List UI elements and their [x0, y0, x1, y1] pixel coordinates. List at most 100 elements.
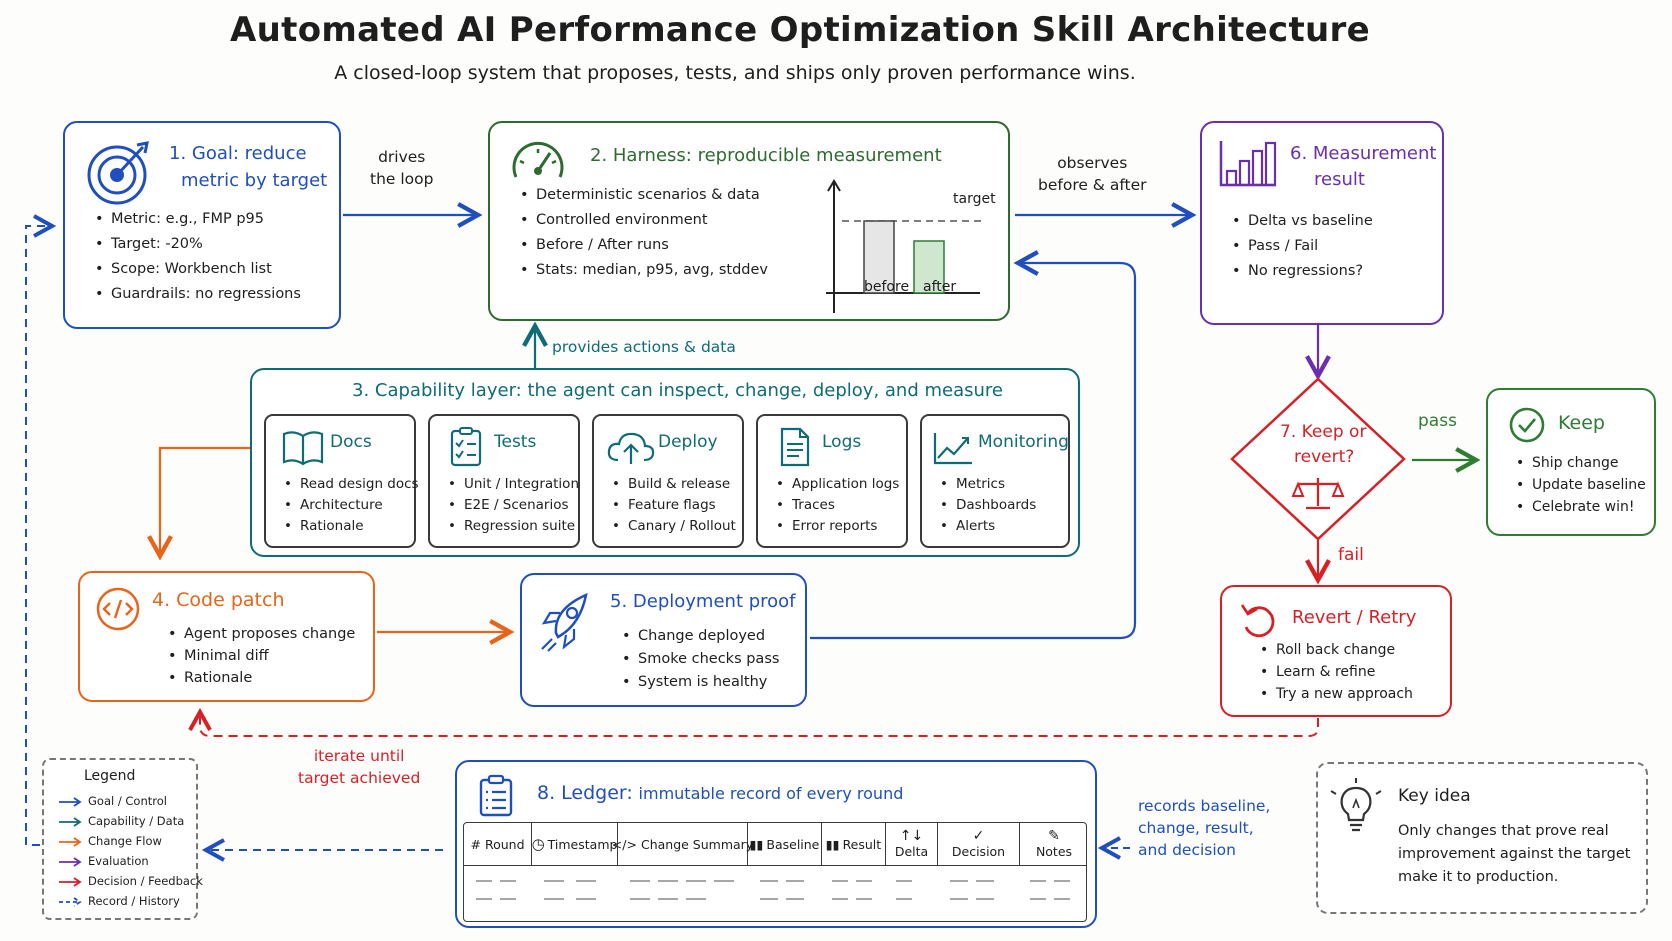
legend-row: Goal / Control	[58, 794, 167, 808]
check-circle-icon: ✓	[972, 828, 985, 844]
capability-box: 3. Capability layer: the agent can inspe…	[250, 368, 1080, 557]
legend-arrow-icon	[59, 836, 82, 847]
revert-title: Revert / Retry	[1292, 607, 1417, 628]
capability-card-monitoring: Monitoring Metrics Dashboards Alerts	[920, 414, 1070, 548]
ledger-box: 8. Ledger: immutable record of every rou…	[455, 760, 1097, 928]
list-item: Rationale	[168, 667, 355, 689]
list-item: Build & release	[612, 474, 736, 495]
list-item: Scope: Workbench list	[95, 257, 301, 282]
legend-row: Capability / Data	[58, 814, 184, 828]
lightbulb-icon	[1330, 778, 1382, 832]
ledger-col-round: # Round	[464, 823, 532, 865]
list-item: Ship change	[1516, 452, 1646, 474]
measurement-title-line2: result	[1314, 169, 1365, 190]
goal-title-line1: 1. Goal: reduce	[169, 143, 307, 164]
before-after-chart	[826, 179, 982, 313]
list-item: Canary / Rollout	[612, 516, 736, 537]
document-icon	[780, 427, 810, 467]
ledger-table: # Round ◷Timestamp </>Change Summary ▮▮B…	[463, 822, 1087, 922]
ledger-col-delta: ↑↓Delta	[886, 823, 938, 865]
list-item: Deterministic scenarios & data	[520, 183, 768, 208]
provides-label: provides actions & data	[552, 338, 736, 356]
legend-title: Legend	[84, 768, 136, 784]
list-item: Architecture	[284, 495, 419, 516]
pass-label: pass	[1418, 411, 1457, 431]
list-item: System is healthy	[622, 671, 779, 694]
decision-title-line1: 7. Keep or	[1280, 422, 1367, 442]
ledger-header-row: # Round ◷Timestamp </>Change Summary ▮▮B…	[464, 823, 1086, 866]
bar-chart-icon: ▮▮	[825, 836, 840, 852]
legend-arrow-icon	[59, 816, 82, 827]
harness-title: 2. Harness: reproducible measurement	[590, 145, 942, 166]
deploy-proof-list: Change deployed Smoke checks pass System…	[620, 625, 779, 694]
target-icon	[87, 141, 149, 205]
arrow-history-loop-to-goal	[25, 226, 52, 846]
patch-list: Agent proposes change Minimal diff Ratio…	[166, 623, 355, 689]
revert-box: Revert / Retry Roll back change Learn & …	[1220, 585, 1452, 717]
card-title: Logs	[822, 432, 862, 452]
list-item: Target: -20%	[95, 232, 301, 257]
goal-list: Metric: e.g., FMP p95 Target: -20% Scope…	[93, 207, 301, 307]
legend-row: Change Flow	[58, 834, 162, 848]
book-icon	[282, 431, 324, 466]
legend-label: Decision / Feedback	[88, 874, 203, 888]
bar-chart-icon	[1219, 141, 1277, 187]
deployment-proof-box: 5. Deployment proof Change deployed Smok…	[520, 573, 807, 707]
records-label: records baseline,change, result,and deci…	[1138, 797, 1271, 859]
keep-box: Keep Ship change Update baseline Celebra…	[1486, 388, 1656, 536]
list-item: Delta vs baseline	[1232, 209, 1373, 234]
list-item: Feature flags	[612, 495, 736, 516]
placeholder-dashes	[476, 880, 1070, 900]
legend-label: Capability / Data	[88, 814, 185, 828]
keep-list: Ship change Update baseline Celebrate wi…	[1514, 452, 1646, 518]
legend-label: Change Flow	[88, 834, 162, 848]
list-item: Controlled environment	[520, 208, 768, 233]
ledger-col-timestamp: ◷Timestamp	[532, 823, 618, 865]
ledger-col-decision: ✓Decision	[938, 823, 1020, 865]
legend-label: Record / History	[88, 894, 180, 908]
goal-title-line2: metric by target	[181, 170, 328, 191]
ledger-col-baseline: ▮▮Baseline	[748, 823, 822, 865]
chart-bar-before	[863, 220, 895, 294]
list-item: Dashboards	[940, 495, 1036, 516]
list-item: Stats: median, p95, avg, stddev	[520, 258, 768, 283]
harness-list: Deterministic scenarios & data Controlle…	[518, 183, 768, 283]
measurement-list: Delta vs baseline Pass / Fail No regress…	[1230, 209, 1373, 284]
keep-title: Keep	[1558, 412, 1605, 434]
check-circle-icon	[1509, 407, 1545, 443]
list-item: Alerts	[940, 516, 1036, 537]
clipboard-icon	[479, 774, 513, 817]
list-item: Read design docs	[284, 474, 419, 495]
capability-card-deploy: Deploy Build & release Feature flags Can…	[592, 414, 744, 548]
list-item: Metric: e.g., FMP p95	[95, 207, 301, 232]
list-item: Unit / Integration	[448, 474, 579, 495]
list-item: Regression suite	[448, 516, 579, 537]
arrow-revert-to-patch	[200, 712, 1319, 737]
cloud-upload-icon	[607, 432, 655, 464]
legend-row: Record / History	[58, 894, 180, 908]
card-title: Docs	[330, 432, 372, 452]
capability-title: 3. Capability layer: the agent can inspe…	[352, 380, 1003, 401]
fail-label: fail	[1338, 545, 1364, 565]
gauge-icon	[512, 141, 564, 178]
patch-title: 4. Code patch	[152, 589, 285, 611]
key-idea-title: Key idea	[1398, 786, 1471, 806]
undo-icon	[1240, 604, 1275, 638]
code-icon: </>	[611, 836, 637, 852]
legend-row: Decision / Feedback	[58, 874, 203, 888]
deploy-proof-title: 5. Deployment proof	[610, 591, 796, 612]
pencil-icon: ✎	[1048, 828, 1060, 844]
list-item: Guardrails: no regressions	[95, 282, 301, 307]
capability-card-logs: Logs Application logs Traces Error repor…	[756, 414, 908, 548]
card-title: Monitoring	[978, 432, 1069, 452]
ledger-title: 8. Ledger: immutable record of every rou…	[537, 782, 904, 804]
legend-row: Evaluation	[58, 854, 149, 868]
up-down-arrows-icon: ↑↓	[899, 828, 924, 844]
legend-arrow-icon	[59, 896, 82, 907]
list-item: Minimal diff	[168, 645, 355, 667]
